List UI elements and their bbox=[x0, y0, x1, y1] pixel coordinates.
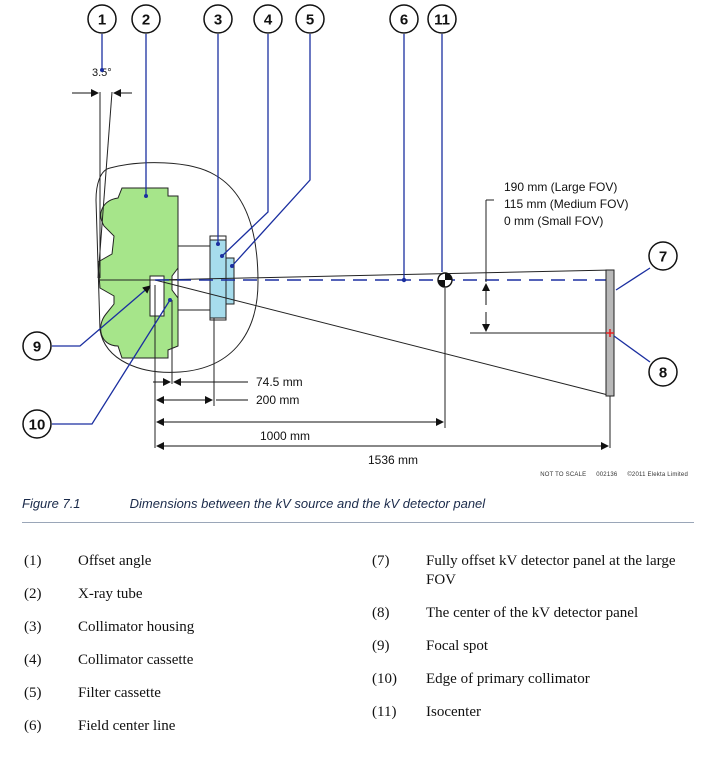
dim-200-label: 200 mm bbox=[256, 393, 299, 407]
legend-left-column: (1) Offset angle (2) X-ray tube (3) Collima… bbox=[24, 552, 334, 750]
dim-1536-label: 1536 mm bbox=[368, 453, 418, 467]
legend-item: (10) Edge of primary collimator bbox=[372, 670, 692, 689]
leader-4-dot bbox=[220, 254, 224, 258]
offset-angle-line-tilted bbox=[97, 91, 113, 279]
legend-number: (5) bbox=[24, 685, 42, 701]
legend-text: Fully offset kV detector panel at the la… bbox=[426, 553, 676, 588]
leader-6-dot bbox=[401, 277, 407, 283]
leader-10 bbox=[52, 299, 171, 425]
svg-text:2: 2 bbox=[142, 12, 150, 29]
svg-text:11: 11 bbox=[434, 12, 450, 29]
callout-3: 3 bbox=[203, 4, 233, 34]
legend-number: (7) bbox=[372, 553, 390, 569]
not-to-scale-note: NOT TO SCALE bbox=[540, 472, 587, 478]
offset-angle-label: 3.5° bbox=[92, 67, 112, 79]
svg-text:9: 9 bbox=[33, 339, 41, 356]
leader-1-dot bbox=[100, 68, 104, 72]
legend-item: (1) Offset angle bbox=[24, 552, 334, 571]
leader-10-dot bbox=[168, 298, 172, 302]
legend-number: (8) bbox=[372, 605, 390, 621]
legend-text: Isocenter bbox=[426, 704, 481, 720]
callout-11: 11 bbox=[427, 4, 457, 34]
legend-item: (3) Collimator housing bbox=[24, 618, 334, 637]
fov-label-medium: 115 mm (Medium FOV) bbox=[504, 197, 628, 211]
callout-8: 8 bbox=[648, 357, 678, 387]
svg-text:3: 3 bbox=[214, 12, 222, 29]
legend-text: X-ray tube bbox=[78, 586, 143, 602]
legend-item: (7) Fully offset kV detector panel at the… bbox=[372, 552, 692, 590]
figure-label: Figure 7.1 bbox=[22, 496, 81, 511]
callout-7: 7 bbox=[648, 241, 678, 271]
leader-3-dot bbox=[216, 242, 220, 246]
drawing-number: 002136 bbox=[596, 472, 618, 478]
legend-text: Filter cassette bbox=[78, 685, 161, 701]
leader-5 bbox=[231, 34, 311, 267]
diagram-footer-note: NOT TO SCALE 002136 ©2011 Elekta Limited bbox=[0, 472, 688, 478]
callout-6: 6 bbox=[389, 4, 419, 34]
isocenter-marker-fill bbox=[438, 273, 452, 287]
callout-1: 1 bbox=[87, 4, 117, 34]
callout-5: 5 bbox=[295, 4, 325, 34]
svg-text:4: 4 bbox=[264, 12, 273, 29]
legend-number: (4) bbox=[24, 652, 42, 668]
legend-number: (1) bbox=[24, 553, 42, 569]
leader-9 bbox=[52, 285, 151, 347]
kv-geometry-diagram: 3.5° 190 mm (Large FOV) 115 mm (Medium F… bbox=[22, 4, 678, 467]
legend-item: (9) Focal spot bbox=[372, 637, 692, 656]
leader-8 bbox=[613, 335, 651, 363]
figure-caption: Figure 7.1 Dimensions between the kV sou… bbox=[22, 496, 485, 511]
legend-number: (9) bbox=[372, 638, 390, 654]
leader-5-dot bbox=[230, 264, 234, 268]
caption-divider bbox=[22, 522, 694, 523]
legend-number: (2) bbox=[24, 586, 42, 602]
callout-9: 9 bbox=[22, 331, 52, 361]
legend-item: (8) The center of the kV detector panel bbox=[372, 604, 692, 623]
dim-74-5-label: 74.5 mm bbox=[256, 375, 303, 389]
legend-text: Edge of primary collimator bbox=[426, 671, 590, 687]
legend-text: Field center line bbox=[78, 718, 176, 734]
fov-label-large: 190 mm (Large FOV) bbox=[504, 180, 617, 194]
leader-4 bbox=[221, 34, 269, 257]
svg-text:8: 8 bbox=[659, 365, 667, 382]
dim-1000-label: 1000 mm bbox=[260, 429, 310, 443]
legend-number: (11) bbox=[372, 704, 397, 720]
copyright-note: ©2011 Elekta Limited bbox=[627, 472, 688, 478]
svg-text:5: 5 bbox=[306, 12, 314, 29]
svg-text:7: 7 bbox=[659, 249, 667, 266]
legend-item: (11) Isocenter bbox=[372, 703, 692, 722]
legend-text: Offset angle bbox=[78, 553, 152, 569]
legend-item: (6) Field center line bbox=[24, 717, 334, 736]
callout-10: 10 bbox=[22, 409, 52, 439]
beam-lower-edge bbox=[154, 279, 613, 397]
svg-text:10: 10 bbox=[29, 417, 46, 434]
beam-upper-edge bbox=[154, 269, 613, 281]
legend-item: (4) Collimator cassette bbox=[24, 651, 334, 670]
callout-2: 2 bbox=[131, 4, 161, 34]
legend-text: Collimator housing bbox=[78, 619, 195, 635]
figure-caption-text: Dimensions between the kV source and the… bbox=[129, 496, 486, 511]
legend-text: Focal spot bbox=[426, 638, 489, 654]
legend-right-column: (7) Fully offset kV detector panel at the… bbox=[372, 552, 692, 736]
legend-item: (2) X-ray tube bbox=[24, 585, 334, 604]
legend-text: Collimator cassette bbox=[78, 652, 194, 668]
svg-text:1: 1 bbox=[98, 12, 106, 29]
leader-7 bbox=[615, 267, 651, 291]
svg-text:6: 6 bbox=[400, 12, 408, 29]
legend-number: (6) bbox=[24, 718, 42, 734]
fov-label-small: 0 mm (Small FOV) bbox=[504, 214, 603, 228]
source-housing-outline bbox=[95, 162, 259, 373]
leader-2-dot bbox=[144, 194, 148, 198]
legend-text: The center of the kV detector panel bbox=[426, 605, 639, 621]
callout-4: 4 bbox=[253, 4, 283, 34]
tube-window-cutout bbox=[149, 275, 165, 317]
filter-cassette bbox=[225, 257, 235, 305]
legend-number: (10) bbox=[372, 671, 397, 687]
legend-number: (3) bbox=[24, 619, 42, 635]
legend-item: (5) Filter cassette bbox=[24, 684, 334, 703]
panel-center-marker bbox=[606, 329, 614, 337]
xray-tube-shape bbox=[97, 187, 179, 359]
